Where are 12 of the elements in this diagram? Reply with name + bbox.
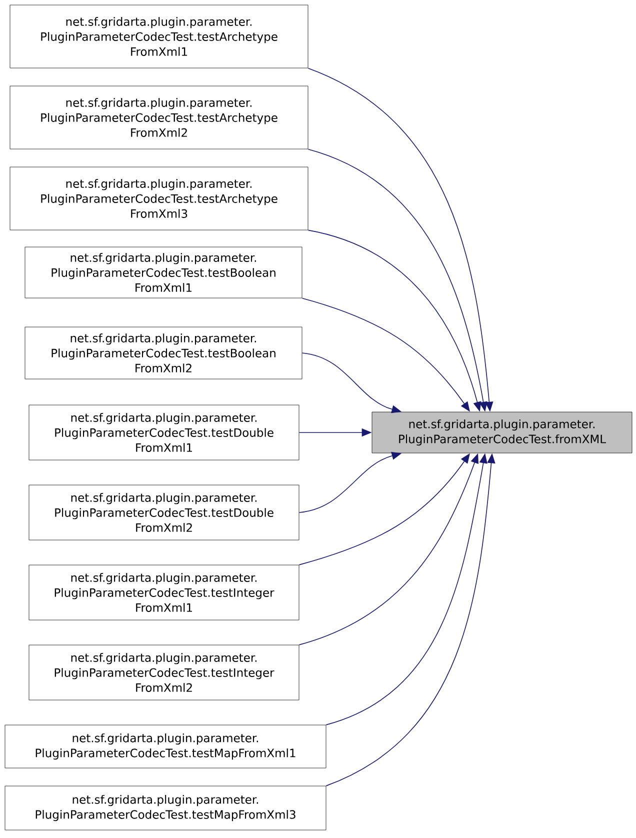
- function-box: net.sf.gridarta.plugin.parameter. PluginParameterCodecTest.testBoolean FromXml2: [24, 326, 302, 380]
- function-box: net.sf.gridarta.plugin.parameter. PluginParameterCodecTest.testMapFromXml1: [4, 724, 326, 768]
- function-box: net.sf.gridarta.plugin.parameter. PluginParameterCodecTest.testArchetype FromXml2: [10, 86, 308, 150]
- function-box: net.sf.gridarta.plugin.parameter. PluginParameterCodecTest.testInteger FromXml1: [28, 564, 300, 620]
- function-box: net.sf.gridarta.plugin.parameter. PluginParameterCodecTest.testArchetype FromXml1: [10, 4, 308, 68]
- highlighted-function-box: net.sf.gridarta.plugin.parameter. PluginParameterCodecTest.fromXML: [372, 412, 632, 454]
- function-box: net.sf.gridarta.plugin.parameter. PluginParameterCodecTest.testMapFromXml3: [4, 786, 326, 830]
- function-box: net.sf.gridarta.plugin.parameter. PluginParameterCodecTest.testBoolean FromXml1: [24, 246, 302, 298]
- function-box: net.sf.gridarta.plugin.parameter. PluginParameterCodecTest.testArchetype FromXml3: [10, 166, 308, 230]
- function-box: net.sf.gridarta.plugin.parameter. PluginParameterCodecTest.testDouble FromXml2: [28, 484, 300, 540]
- function-box: net.sf.gridarta.plugin.parameter. PluginParameterCodecTest.testInteger FromXml2: [28, 644, 300, 700]
- function-box: net.sf.gridarta.plugin.parameter. PluginParameterCodecTest.testDouble FromXml1: [28, 404, 300, 460]
